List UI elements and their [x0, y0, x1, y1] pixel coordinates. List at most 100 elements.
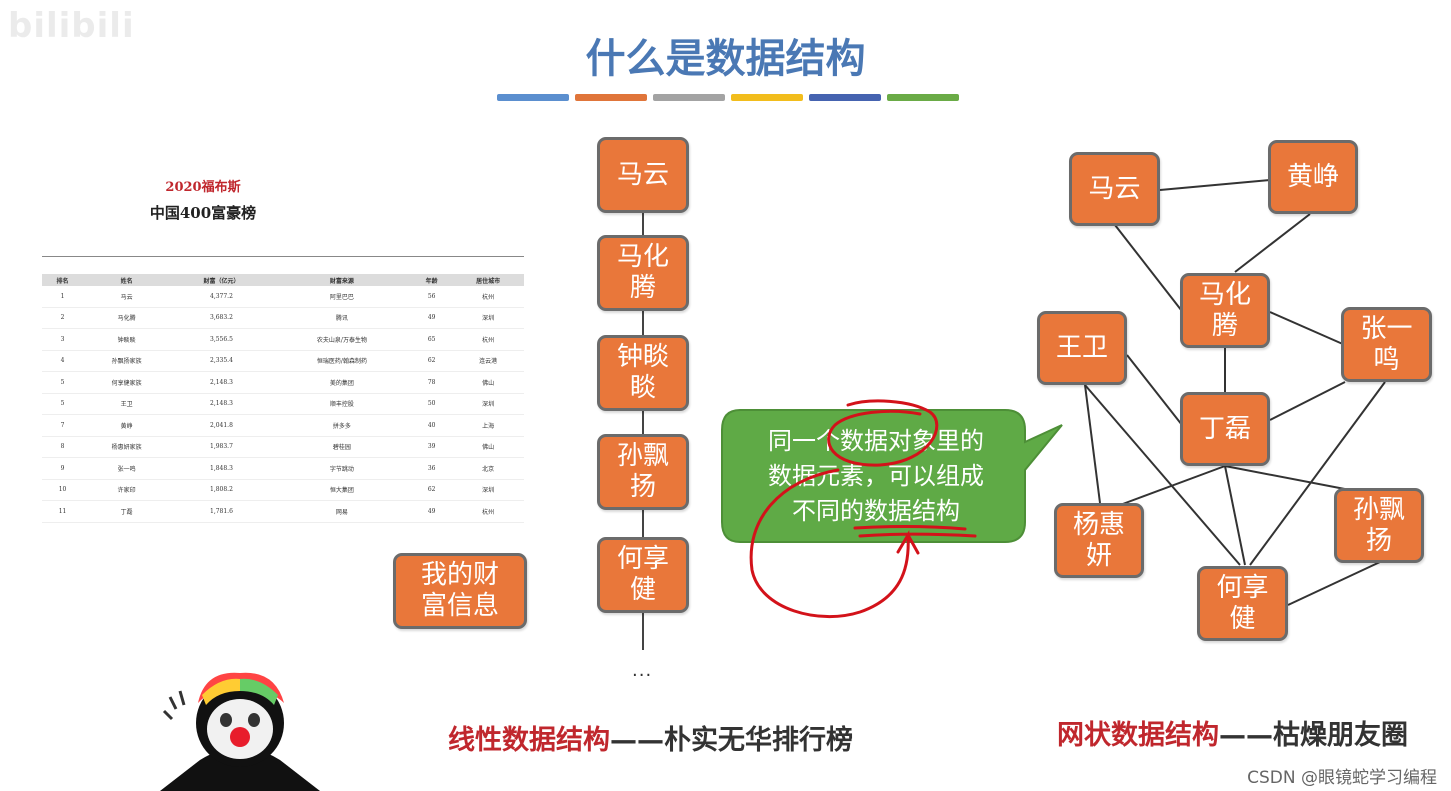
table-cell: 1,781.6 — [170, 500, 273, 523]
linear-ellipsis: ... — [632, 660, 653, 681]
table-header-cell: 姓名 — [83, 274, 171, 286]
network-node-mayun: 马云 — [1069, 152, 1160, 226]
table-cell: 2,041.8 — [170, 414, 273, 437]
table-header-cell: 财富来源 — [272, 274, 412, 286]
color-bar — [497, 94, 569, 101]
node-label: 马云 — [1088, 173, 1141, 204]
edge — [1249, 381, 1386, 566]
bilibili-watermark: bilibili — [8, 6, 135, 46]
table-cell: 5 — [42, 371, 84, 394]
edge — [1269, 311, 1346, 346]
network-node-zhangyiming: 张一鸣 — [1341, 307, 1432, 382]
table-cell: 2,148.3 — [170, 393, 273, 415]
table-cell: 杭州 — [452, 500, 524, 523]
linear-caption-rest: ——朴实无华排行榜 — [610, 725, 853, 756]
edge — [1224, 465, 1351, 491]
node-label: 张一鸣 — [1360, 313, 1413, 375]
table-cell: 农夫山泉/万泰生物 — [272, 328, 412, 351]
csdn-credit: CSDN @眼镜蛇学习编程 — [1247, 768, 1437, 788]
table-cell: 恒瑞医药/翰森制药 — [272, 350, 412, 372]
table-cell: 2,335.4 — [170, 350, 273, 372]
table-cell: 56 — [411, 286, 453, 308]
table-cell: 78 — [411, 371, 453, 394]
table-cell: 钟睒睒 — [83, 328, 171, 351]
color-bar — [887, 94, 959, 101]
title-color-strip — [497, 94, 959, 101]
linear-caption-highlight: 线性数据结构 — [448, 725, 610, 756]
bubble-text: 同一个数据对象里的 数据元素，可以组成 不同的数据结构 — [742, 424, 1010, 529]
table-header-cell: 财富（亿元） — [170, 274, 273, 286]
slide-title: 什么是数据结构 — [585, 36, 866, 82]
table-cell: 何享健家族 — [83, 371, 171, 394]
table-cell: 丁磊 — [83, 500, 171, 523]
table-cell: 10 — [42, 479, 84, 501]
table-cell: 2,148.3 — [170, 371, 273, 394]
bubble-line-1: 同一个数据对象里的 — [768, 427, 984, 455]
table-cell: 佛山 — [452, 436, 524, 458]
table-cell: 1 — [42, 286, 84, 308]
linear-node-4: 孙飘扬 — [597, 434, 689, 510]
network-caption-rest: ——枯燥朋友圈 — [1219, 720, 1408, 751]
node-label: 孙飘扬 — [1352, 494, 1405, 556]
table-cell: 美的集团 — [272, 371, 412, 394]
annotation-underline — [853, 525, 977, 538]
table-cell: 杭州 — [452, 286, 524, 308]
table-cell: 腾讯 — [272, 307, 412, 329]
color-bar — [653, 94, 725, 101]
node-label: 马化腾 — [1198, 279, 1251, 341]
table-cell: 张一鸣 — [83, 457, 171, 480]
table-cell: 许家印 — [83, 479, 171, 501]
network-node-huangzheng: 黄峥 — [1268, 140, 1358, 214]
table-cell: 3,683.2 — [170, 307, 273, 329]
table-cell: 9 — [42, 457, 84, 480]
table-cell: 孙飘扬家族 — [83, 350, 171, 372]
table-cell: 顺丰控股 — [272, 393, 412, 415]
edge — [1126, 354, 1183, 426]
annotation-circle — [827, 399, 939, 467]
linear-node-1: 马云 — [597, 137, 689, 213]
bubble-line-3: 不同的数据结构 — [792, 497, 960, 525]
table-header-cell: 年龄 — [411, 274, 453, 286]
node-label: 孙飘扬 — [616, 441, 669, 502]
table-cell: 2 — [42, 307, 84, 329]
table-cell: 49 — [411, 307, 453, 329]
table-cell: 王卫 — [83, 393, 171, 415]
network-node-hexiangjian: 何享健 — [1197, 566, 1288, 641]
node-label: 钟睒睒 — [616, 342, 669, 403]
linear-node-5: 何享健 — [597, 537, 689, 613]
network-caption: 网状数据结构——枯燥朋友圈 — [1057, 713, 1408, 752]
document-divider — [42, 256, 524, 257]
table-cell: 黄峥 — [83, 414, 171, 437]
table-cell: 恒大集团 — [272, 479, 412, 501]
network-node-wangwei: 王卫 — [1037, 311, 1127, 385]
table-cell: 网易 — [272, 500, 412, 523]
color-bar — [731, 94, 803, 101]
table-cell: 拼多多 — [272, 414, 412, 437]
edge — [1119, 465, 1226, 506]
table-cell: 11 — [42, 500, 84, 523]
my-wealth-node: 我的财富信息 — [393, 553, 527, 629]
table-cell: 字节跳动 — [272, 457, 412, 480]
table-cell: 连云港 — [452, 350, 524, 372]
edge — [1084, 384, 1101, 504]
table-cell: 杭州 — [452, 328, 524, 351]
edge — [1084, 384, 1241, 566]
document-title: 中国400富豪榜 — [149, 204, 257, 222]
table-cell: 北京 — [452, 457, 524, 480]
table-cell: 1,808.2 — [170, 479, 273, 501]
bubble-line-2: 数据元素，可以组成 — [768, 462, 984, 490]
clown-avatar-sticker — [160, 672, 320, 791]
network-node-dinglei: 丁磊 — [1180, 392, 1270, 466]
edge — [1234, 213, 1311, 273]
node-label: 黄峥 — [1286, 161, 1339, 192]
table-cell: 3,556.5 — [170, 328, 273, 351]
table-header-cell: 排名 — [42, 274, 84, 286]
table-cell: 40 — [411, 414, 453, 437]
